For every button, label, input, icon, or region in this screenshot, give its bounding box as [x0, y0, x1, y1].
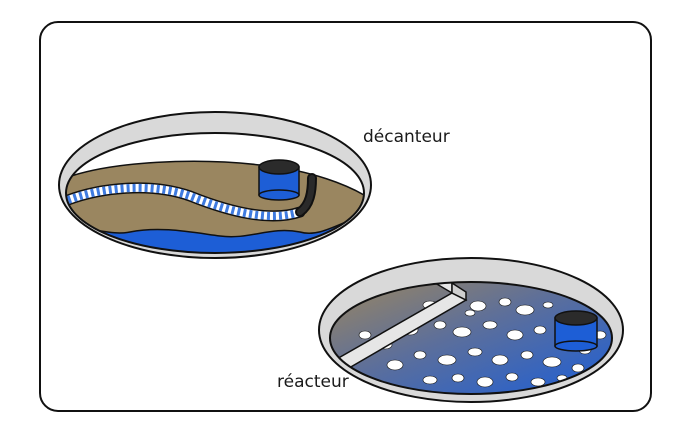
reacteur-pump — [554, 310, 598, 352]
reacteur-label: réacteur — [277, 372, 349, 392]
decanteur-label: décanteur — [363, 127, 450, 147]
decanteur-pump — [258, 159, 300, 201]
decanteur-tank — [58, 111, 372, 259]
reacteur-tank — [318, 257, 624, 403]
